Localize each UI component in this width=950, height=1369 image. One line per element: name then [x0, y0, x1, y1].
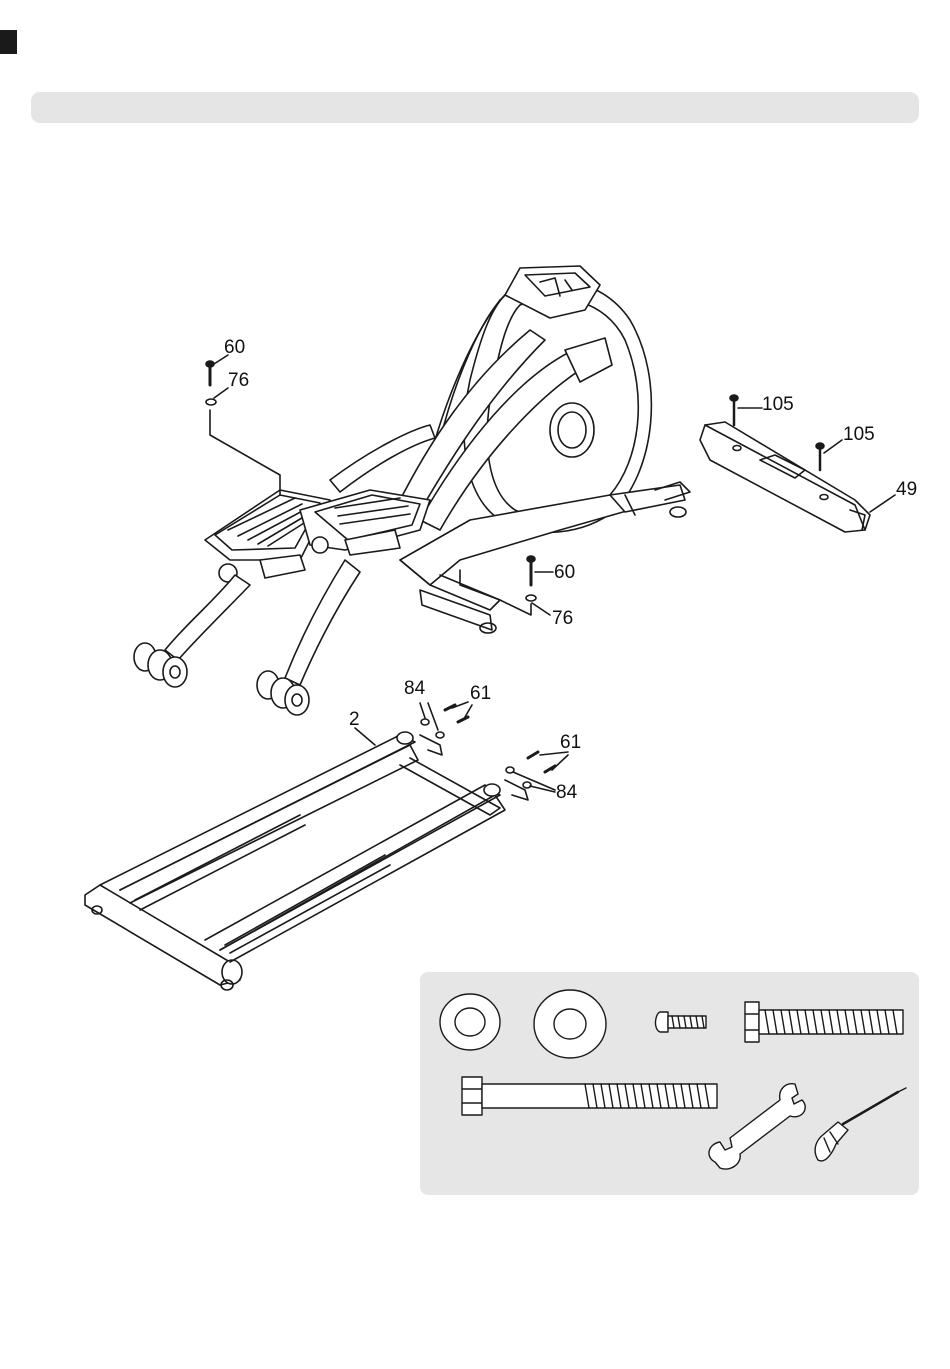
callout-76-middle: 76 — [552, 609, 573, 628]
callout-60-middle: 60 — [554, 563, 575, 582]
cover-49 — [700, 395, 895, 532]
callout-61-right: 61 — [560, 733, 581, 752]
long-bolt-icon — [462, 1077, 717, 1115]
screwdriver-icon — [815, 1088, 906, 1161]
callout-84-top: 84 — [404, 679, 425, 698]
elliptical-main-body — [330, 266, 690, 633]
washer-icon — [534, 990, 606, 1058]
wrench-icon — [709, 1084, 805, 1169]
bolt-60-middle — [460, 556, 553, 615]
callout-84-right: 84 — [556, 783, 577, 802]
pedal-assembly — [134, 490, 430, 715]
screw-icon — [655, 1012, 706, 1032]
frame-hardware — [420, 702, 568, 792]
callout-105-b: 105 — [843, 425, 875, 444]
callout-2: 2 — [349, 710, 360, 729]
callout-60-top: 60 — [224, 338, 245, 357]
hardware-parts-panel — [420, 972, 919, 1195]
callout-61-top: 61 — [470, 684, 491, 703]
bolt-icon — [745, 1002, 903, 1042]
rail-frame-2 — [85, 728, 528, 990]
callout-49: 49 — [896, 480, 917, 499]
callout-105-a: 105 — [762, 395, 794, 414]
callout-76-top: 76 — [228, 371, 249, 390]
washer-icon — [440, 994, 500, 1050]
